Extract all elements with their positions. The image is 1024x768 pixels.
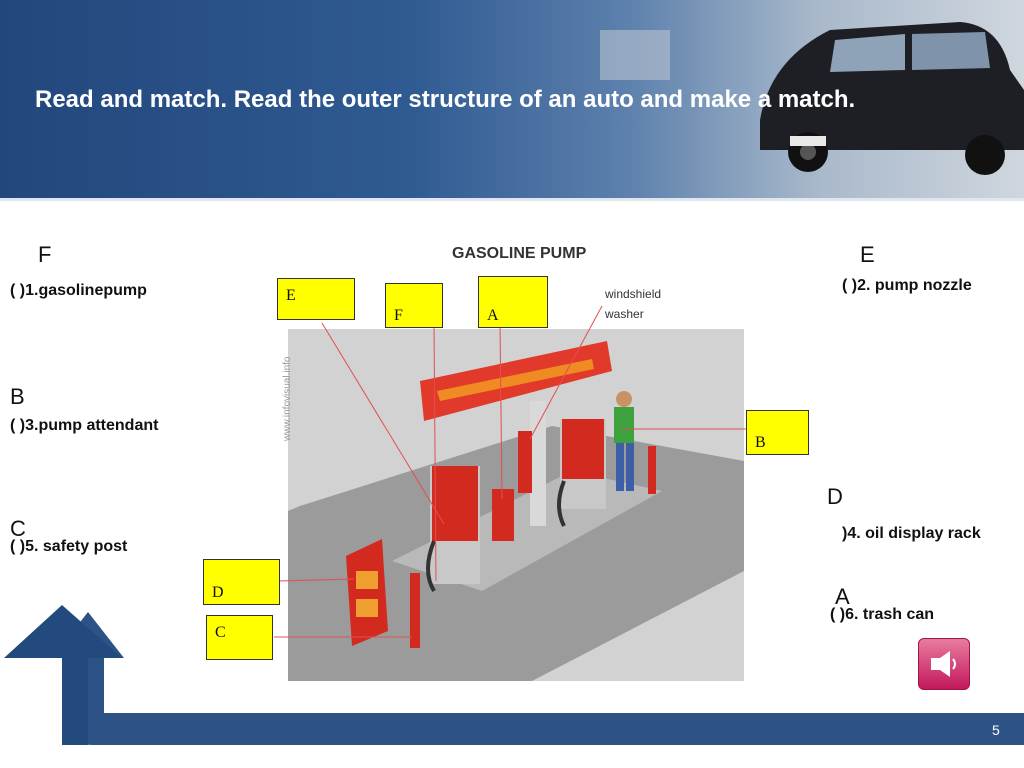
label-box-e[interactable]: E xyxy=(277,278,355,320)
item-1-gasoline-pump: ( )1.gasolinepump xyxy=(10,282,147,299)
trash-can xyxy=(492,489,514,541)
item-2-pump-nozzle: ( )2. pump nozzle xyxy=(842,277,972,294)
gasoline-pump-left xyxy=(426,466,480,593)
gasoline-pump-right xyxy=(557,419,606,527)
safety-post-2 xyxy=(648,446,656,494)
page-number: 5 xyxy=(992,722,1000,738)
canopy-pillar xyxy=(530,401,546,526)
item-4-oil-display-rack: )4. oil display rack xyxy=(842,525,981,542)
watermark: www.infovisual.info xyxy=(282,356,293,442)
answer-1: F xyxy=(38,242,52,267)
item-5-safety-post: ( )5. safety post xyxy=(10,538,128,555)
speaker-icon xyxy=(931,651,956,677)
answer-2: E xyxy=(860,242,875,267)
label-box-c-text: C xyxy=(215,624,226,641)
page-title: Read and match. Read the outer structure… xyxy=(35,86,856,113)
header-banner: Read and match. Read the outer structure… xyxy=(0,0,1024,198)
diagram-title: GASOLINE PUMP xyxy=(452,245,587,262)
label-box-a[interactable]: A xyxy=(478,276,548,328)
label-box-f[interactable]: F xyxy=(385,283,443,328)
item-6-trash-can: ( )6. trash can xyxy=(830,606,935,623)
label-box-b[interactable]: B xyxy=(746,410,809,455)
taxi-photo xyxy=(600,22,1024,175)
label-box-d-text: D xyxy=(212,584,224,601)
washer-label-1: windshield xyxy=(604,287,661,301)
oil-display-rack xyxy=(346,539,388,646)
item-3-pump-attendant: ( )3.pump attendant xyxy=(10,417,159,434)
washer-label-2: washer xyxy=(604,307,644,321)
answer-5: C xyxy=(10,516,26,541)
header-rule xyxy=(0,198,1024,201)
safety-post-1 xyxy=(410,573,420,648)
audio-button[interactable] xyxy=(918,638,970,690)
answer-6: A xyxy=(835,584,850,609)
windshield-washer xyxy=(518,431,532,493)
label-box-b-text: B xyxy=(755,434,766,451)
answer-4: D xyxy=(827,484,843,509)
label-box-d[interactable]: D xyxy=(203,559,280,605)
label-box-e-text: E xyxy=(286,287,296,304)
label-box-f-text: F xyxy=(394,307,403,324)
label-box-c[interactable]: C xyxy=(206,615,273,660)
pump-attendant xyxy=(614,391,634,491)
answer-3: B xyxy=(10,384,25,409)
label-box-a-text: A xyxy=(487,307,499,324)
